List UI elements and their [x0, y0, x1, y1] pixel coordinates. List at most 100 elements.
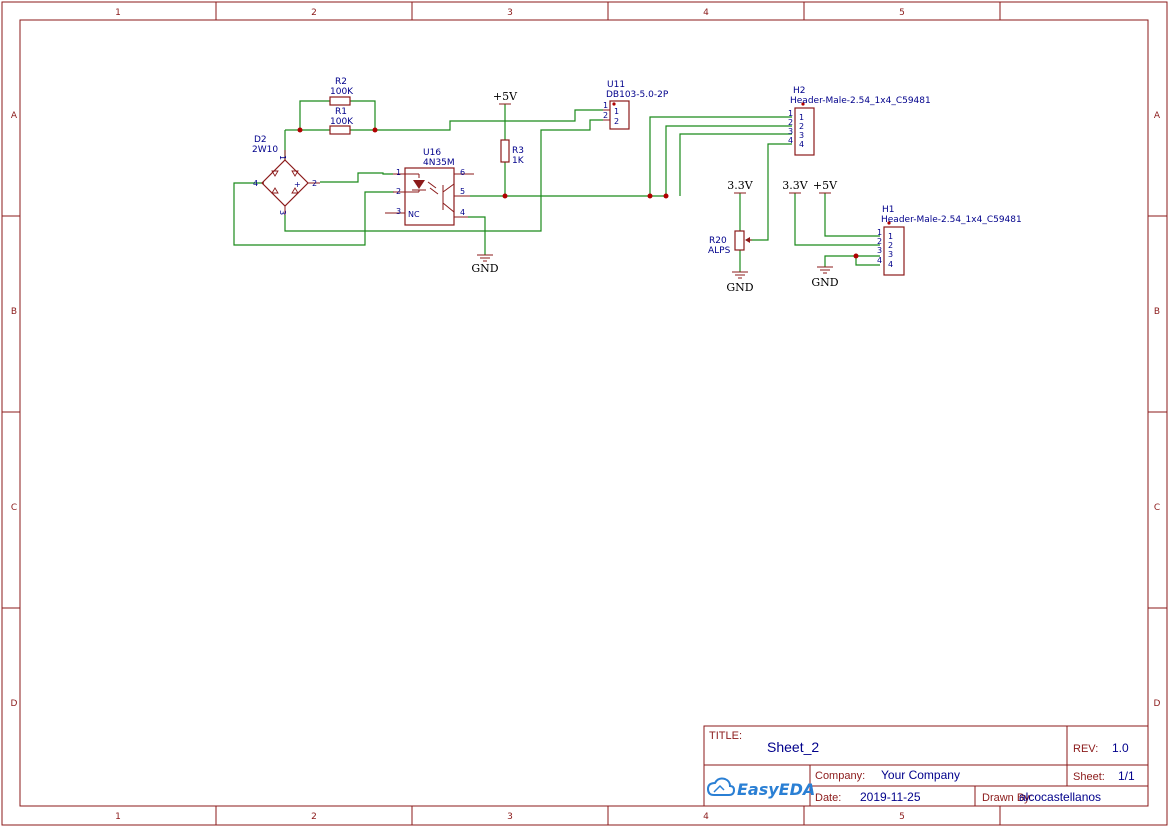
- row-label-right-d: D: [1154, 699, 1161, 709]
- drawn-by-value: alcocastellanos: [1019, 790, 1101, 804]
- row-label-right-a: A: [1154, 111, 1161, 121]
- power-3v3-pot: 3.3V: [727, 179, 754, 194]
- gnd-label-c: GND: [811, 276, 838, 289]
- row-label-left-a: A: [11, 111, 18, 121]
- col-label-top-5: 5: [899, 8, 905, 18]
- sheet-value: 1/1: [1118, 769, 1135, 783]
- u16-pin-4: 4: [460, 208, 465, 217]
- h2-pin-2-inner: 2: [799, 122, 804, 131]
- u11-pin-1-inner: 1: [614, 107, 619, 116]
- potentiometer-r20[interactable]: R20 ALPS: [708, 230, 752, 256]
- col-label-top-3: 3: [507, 8, 513, 18]
- h2-pin-3-outer: 3: [788, 127, 793, 136]
- col-label-top-4: 4: [703, 8, 709, 18]
- resistor-r1[interactable]: R1 100K: [329, 107, 354, 135]
- h2-pin-1-inner: 1: [799, 113, 804, 122]
- date-value: 2019-11-25: [860, 790, 921, 804]
- r2-ref: R2: [335, 77, 347, 87]
- r20-ref: R20: [709, 236, 727, 246]
- u11-value: DB103-5.0-2P: [606, 90, 669, 100]
- u11-pin-1-outer: 1: [603, 101, 608, 110]
- sheet-label: Sheet:: [1073, 771, 1105, 783]
- col-label-bottom-2: 2: [311, 812, 317, 822]
- vcc-5v-label-b: +5V: [813, 179, 838, 192]
- col-label-bottom-3: 3: [507, 812, 513, 822]
- title-label: TITLE:: [709, 730, 742, 742]
- gnd-label-b: GND: [726, 281, 753, 294]
- d2-pin-3: 3: [278, 210, 287, 215]
- col-label-bottom-1: 1: [115, 812, 121, 822]
- u16-pin-nc: NC: [408, 210, 420, 219]
- power-5v-h1: +5V: [813, 179, 838, 194]
- u16-pin-1: 1: [396, 168, 401, 177]
- d2-pin-4: 4: [253, 179, 258, 188]
- u16-pin-6: 6: [460, 168, 465, 177]
- h1-pin-3-outer: 3: [877, 246, 882, 255]
- h2-value: Header-Male-2.54_1x4_C59481: [790, 96, 931, 106]
- h2-pin-1-outer: 1: [788, 109, 793, 118]
- resistor-r2[interactable]: R2 100K: [329, 77, 354, 106]
- u16-ref: U16: [423, 148, 441, 158]
- d2-pin-plus: +: [294, 180, 301, 189]
- h1-pin-1-outer: 1: [877, 228, 882, 237]
- d2-pin-1: 1: [278, 155, 287, 160]
- r1-ref: R1: [335, 107, 347, 117]
- h2-ref: H2: [793, 86, 806, 96]
- ground-pot: GND: [726, 271, 754, 294]
- rev-value: 1.0: [1112, 741, 1129, 755]
- h2-pin-3-inner: 3: [799, 131, 804, 140]
- r3-ref: R3: [512, 146, 524, 156]
- h1-value: Header-Male-2.54_1x4_C59481: [881, 215, 1022, 225]
- row-label-right-c: C: [1154, 503, 1160, 513]
- vcc-5v-label-a: +5V: [493, 90, 518, 103]
- h1-pin-2-inner: 2: [888, 241, 893, 250]
- col-label-top-1: 1: [115, 8, 121, 18]
- u11-pin-2-outer: 2: [603, 111, 608, 120]
- row-label-left-d: D: [11, 699, 18, 709]
- u16-pin-2: 2: [396, 187, 401, 196]
- row-label-left-b: B: [11, 307, 17, 317]
- col-label-bottom-4: 4: [703, 812, 709, 822]
- optocoupler-u16[interactable]: U16 4N35M 1 2 3 NC 6 5 4: [385, 148, 474, 226]
- row-label-left-c: C: [11, 503, 17, 513]
- h1-pin-4-outer: 4: [877, 256, 882, 265]
- r2-value: 100K: [330, 87, 354, 97]
- company-label: Company:: [815, 770, 865, 782]
- sheet-title: Sheet_2: [767, 739, 819, 755]
- u11-pin-2-inner: 2: [614, 117, 619, 126]
- date-label: Date:: [815, 792, 841, 804]
- r20-value: ALPS: [708, 246, 731, 256]
- u16-value: 4N35M: [423, 158, 455, 168]
- d2-ref: D2: [254, 135, 267, 145]
- company-value: Your Company: [881, 768, 960, 782]
- bridge-rectifier-d2[interactable]: D2 2W10 1 2 3 4 +: [252, 135, 320, 215]
- rev-label: REV:: [1073, 743, 1098, 755]
- row-label-right-b: B: [1154, 307, 1160, 317]
- junctions: [297, 127, 859, 259]
- ground-u16: GND: [471, 254, 499, 275]
- h2-pin-4-outer: 4: [788, 136, 793, 145]
- v33-label-a: 3.3V: [727, 179, 753, 192]
- h2-pin-2-outer: 2: [788, 118, 793, 127]
- col-label-top-2: 2: [311, 8, 317, 18]
- header-h2[interactable]: H2 Header-Male-2.54_1x4_C59481 1 2 3 4 1…: [788, 86, 931, 156]
- drawn-by-label: Drawn By:: [982, 792, 1033, 804]
- v33-label-b: 3.3V: [782, 179, 808, 192]
- easyeda-logo-text: EasyEDA: [737, 780, 815, 799]
- header-h1[interactable]: H1 Header-Male-2.54_1x4_C59481 1 2 3 4 1…: [877, 205, 1022, 276]
- h1-pin-3-inner: 3: [888, 250, 893, 259]
- u16-pin-5: 5: [460, 187, 465, 196]
- h1-pin-1-inner: 1: [888, 232, 893, 241]
- resistor-r3[interactable]: R3 1K: [500, 139, 525, 166]
- power-3v3-h1: 3.3V: [782, 179, 809, 194]
- d2-value: 2W10: [252, 145, 278, 155]
- power-5v-r3: +5V: [493, 90, 518, 105]
- h1-ref: H1: [882, 205, 895, 215]
- terminal-block-u11[interactable]: U11 DB103-5.0-2P 1 2 1 2: [603, 80, 669, 130]
- r1-value: 100K: [330, 117, 354, 127]
- u16-pin-3: 3: [396, 207, 401, 216]
- r3-value: 1K: [512, 156, 525, 166]
- gnd-label-a: GND: [471, 262, 498, 275]
